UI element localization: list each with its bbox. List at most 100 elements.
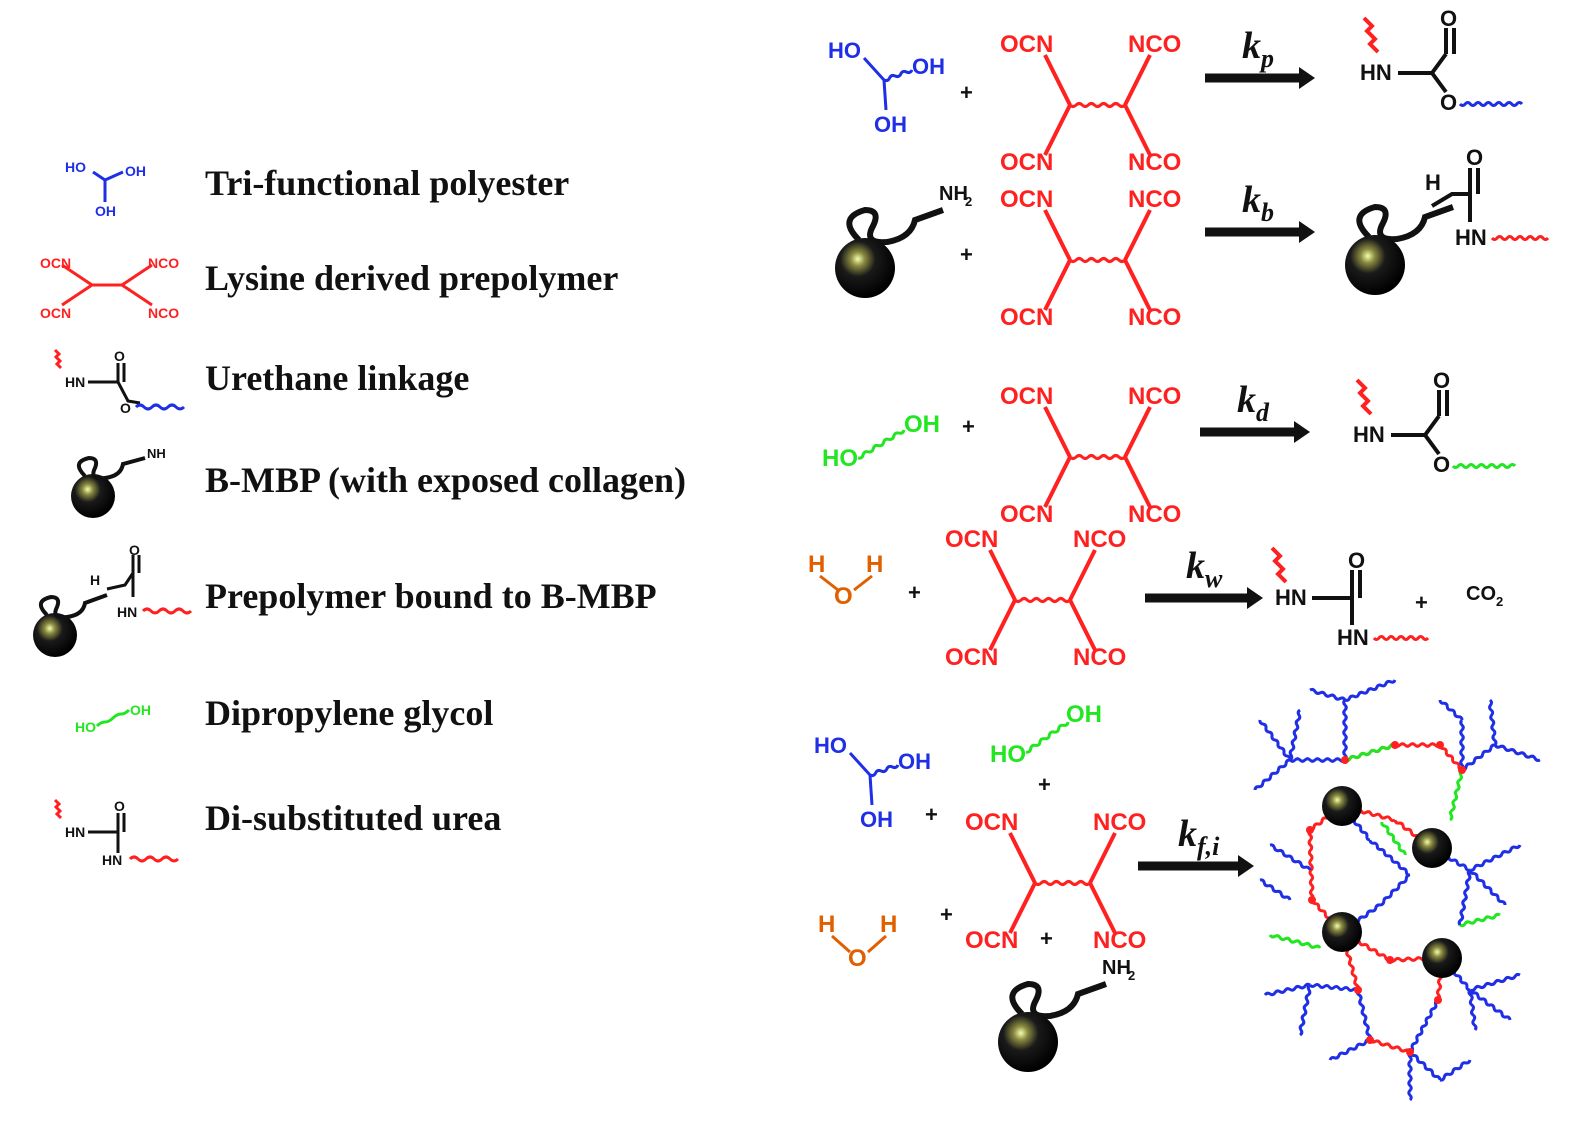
- svg-text:OH: OH: [130, 702, 151, 718]
- polyester-link: [1379, 873, 1411, 907]
- oxygen-label: O: [1440, 90, 1457, 115]
- amine-label: HN: [1360, 60, 1392, 85]
- crosslinked-network: [1253, 679, 1541, 1102]
- polyester-link: [1259, 878, 1292, 901]
- junction: [1406, 1048, 1414, 1056]
- junction: [1341, 756, 1349, 764]
- oxygen-label: O: [1433, 368, 1450, 393]
- svg-text:OCN: OCN: [40, 305, 71, 321]
- polyester-link: [1288, 757, 1347, 763]
- svg-text:HN: HN: [102, 852, 122, 868]
- hydroxyl-label: HO: [828, 38, 861, 63]
- polyester-link: [1269, 843, 1312, 871]
- hydrogen-label: H: [880, 911, 897, 938]
- bmbp-bead: NH2: [835, 183, 972, 298]
- amine-label: NH: [1102, 957, 1131, 979]
- oxygen-label: O: [834, 583, 853, 610]
- legend: HO OH OH Tri-functional polyester OCN OC…: [33, 159, 686, 868]
- polyester-link: [1408, 1051, 1442, 1081]
- isocyanate-label: OCN: [1000, 149, 1053, 176]
- polyester-link: [1263, 982, 1311, 997]
- svg-text:HN: HN: [117, 604, 137, 620]
- glycol-link: [1268, 934, 1322, 949]
- amine-label: HN: [1275, 585, 1307, 610]
- isocyanate-label: NCO: [1128, 186, 1181, 213]
- reaction-arrow: [1145, 587, 1263, 609]
- hydroxyl-label: OH: [1066, 701, 1102, 728]
- junction: [1391, 741, 1399, 749]
- rate-constant: kp: [1242, 25, 1274, 73]
- prepolymer-link: [1438, 744, 1463, 772]
- rate-constant: kw: [1186, 545, 1223, 593]
- amine-label: HN: [1353, 422, 1385, 447]
- polyester-link: [1409, 998, 1439, 1054]
- isocyanate-label: OCN: [1000, 31, 1053, 58]
- prepolymer-link: [1368, 1039, 1412, 1053]
- polyester-link: [1407, 1050, 1413, 1102]
- polyester-link: [1258, 719, 1292, 761]
- polyester-link: [1468, 989, 1512, 1021]
- polyester-link: [1298, 983, 1312, 1037]
- glycol-link: [1380, 821, 1407, 856]
- junction: [1306, 826, 1314, 834]
- svg-text:NH: NH: [147, 446, 166, 461]
- amine-label: NH: [939, 183, 968, 205]
- plus-sign: +: [1040, 926, 1053, 951]
- reaction-arrow: [1200, 421, 1310, 443]
- hydroxyl-label: OH: [860, 807, 893, 832]
- isocyanate-label: OCN: [965, 809, 1018, 836]
- reaction-arrow: [1205, 67, 1315, 89]
- isocyanate-label: NCO: [1073, 644, 1126, 671]
- polyester-link: [1328, 1038, 1371, 1061]
- glycol-link: [1459, 912, 1501, 928]
- urethane-icon: HN O O: [53, 348, 186, 416]
- legend-label-glycol: Dipropylene glycol: [205, 693, 493, 733]
- isocyanate-label: OCN: [1000, 501, 1053, 528]
- polyester-link: [1461, 743, 1496, 772]
- network-bead: [1322, 786, 1362, 826]
- legend-label-prepolymer: Lysine derived prepolymer: [205, 258, 618, 298]
- polyester-link: [1469, 844, 1522, 872]
- svg-text:HN: HN: [65, 824, 85, 840]
- isocyanate-label: OCN: [1000, 304, 1053, 331]
- isocyanate-label: OCN: [1000, 186, 1053, 213]
- junction: [1354, 986, 1362, 994]
- svg-text:O: O: [114, 798, 125, 814]
- polyester-link: [1457, 868, 1472, 926]
- polyester-link: [1344, 679, 1397, 702]
- svg-text:NCO: NCO: [148, 305, 179, 321]
- glycol-icon: HO OH: [75, 702, 151, 735]
- bmbp-bead: NH2: [998, 957, 1135, 1072]
- prepolymer-link: [1307, 828, 1315, 902]
- svg-text:O: O: [120, 400, 131, 416]
- legend-label-urethane: Urethane linkage: [205, 358, 469, 398]
- svg-text:OH: OH: [125, 163, 146, 179]
- network-bead: [1412, 828, 1452, 868]
- polyester-link: [1469, 972, 1521, 993]
- hydroxyl-label: HO: [814, 733, 847, 758]
- glycol-link: [1449, 768, 1463, 822]
- plus-sign: +: [960, 242, 973, 267]
- hydrogen-label: H: [866, 551, 883, 578]
- svg-text:H: H: [90, 572, 100, 588]
- svg-text:O: O: [114, 348, 125, 364]
- amine-subscript: 2: [1128, 968, 1135, 983]
- legend-label-bmbp: B-MBP (with exposed collagen): [205, 460, 686, 500]
- svg-text:OH: OH: [95, 203, 116, 219]
- legend-label-urea: Di-substituted urea: [205, 798, 501, 838]
- hydroxyl-label: HO: [822, 445, 858, 472]
- hydrogen-label: H: [818, 911, 835, 938]
- isocyanate-label: NCO: [1128, 31, 1181, 58]
- polyester-link: [1288, 708, 1302, 762]
